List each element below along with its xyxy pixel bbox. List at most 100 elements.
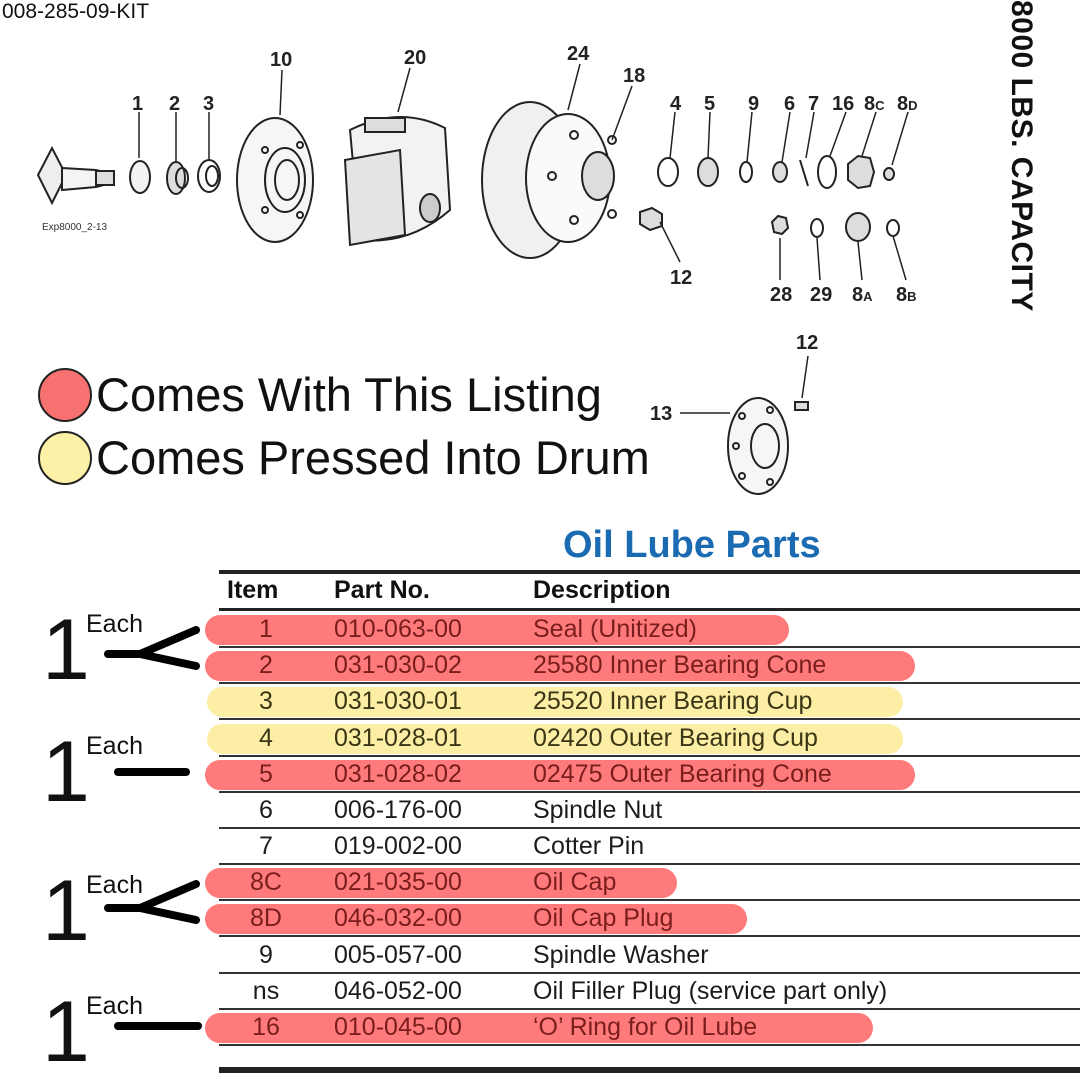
callout-28: 28	[770, 284, 792, 306]
callout-12-top: 12	[670, 267, 692, 289]
kit-code: 008-285-09-KIT	[2, 0, 150, 23]
cell-item: 1	[259, 615, 273, 643]
bracket-3	[104, 880, 200, 924]
cell-description: 02420 Outer Bearing Cup	[533, 724, 818, 752]
quantity-number: 1	[42, 863, 90, 959]
cell-description: ‘O’ Ring for Oil Lube	[533, 1013, 758, 1041]
cell-item: 8D	[250, 904, 282, 932]
legend-label: Comes Pressed Into Drum	[96, 431, 650, 484]
cell-part-no: 010-045-00	[334, 1013, 462, 1041]
yellow-highlight	[207, 687, 903, 717]
quantity-label: Each	[86, 871, 143, 899]
lug-nut-drawing	[639, 206, 663, 232]
callout-8c: 8C	[864, 93, 885, 115]
yellow-swatch	[38, 430, 92, 485]
o-ring-drawing	[817, 155, 837, 189]
cell-item: 5	[259, 760, 273, 788]
callout-1: 1	[132, 93, 143, 115]
outer-bearing-cup-drawing	[657, 157, 679, 187]
table-row: 6 006-176-00 Spindle Nut	[219, 793, 1080, 829]
callout-13: 13	[650, 403, 672, 425]
hub-drum-drawing	[481, 101, 617, 259]
backing-plate-drawing	[236, 117, 314, 243]
cell-part-no: 031-028-01	[334, 724, 462, 752]
exploded-parts-diagram: 1 2 3 10 20 24 18 4 5 9 6 7 16 8C 8D 12 …	[36, 43, 918, 495]
cotter-pin-drawing	[799, 159, 809, 187]
spindle-drawing	[36, 145, 115, 206]
part-29-drawing	[810, 218, 824, 238]
cell-item: 7	[259, 832, 273, 860]
nut-28-drawing	[770, 214, 790, 236]
callout-8d: 8D	[897, 93, 918, 115]
stud-drawing	[794, 401, 809, 411]
cell-part-no: 046-032-00	[334, 904, 462, 932]
cell-item: 8C	[250, 868, 282, 896]
cell-description: Spindle Nut	[533, 796, 663, 824]
cell-item: 9	[259, 941, 273, 969]
red-highlight	[205, 868, 677, 898]
quantity-brackets	[104, 626, 202, 1030]
cell-description: 02475 Outer Bearing Cone	[533, 760, 832, 788]
cell-item: 16	[252, 1013, 280, 1041]
cell-part-no: 046-052-00	[334, 977, 462, 1005]
callout-16: 16	[832, 93, 854, 115]
diagram-source-ref: Exp8000_2-13	[42, 222, 107, 233]
quantity-label: Each	[86, 732, 143, 760]
cell-description: Spindle Washer	[533, 941, 709, 969]
column-header-item: Item	[227, 576, 279, 604]
table-row: 1 010-063-00 Seal (Unitized)	[205, 612, 1080, 648]
inner-bearing-cup-drawing	[197, 159, 221, 193]
callout-3: 3	[203, 93, 214, 115]
cell-description: Seal (Unitized)	[533, 615, 697, 643]
cell-item: 3	[259, 687, 273, 715]
table-row: 4 031-028-01 02420 Outer Bearing Cup	[207, 721, 1080, 757]
capacity-label: 8000 LBS. CAPACITY	[1000, 0, 1040, 380]
oil-cap-plug-drawing	[883, 167, 895, 181]
red-highlight	[205, 904, 747, 934]
seal-drawing	[129, 160, 151, 194]
cell-part-no: 031-028-02	[334, 760, 462, 788]
table-row: 8D 046-032-00 Oil Cap Plug	[205, 901, 1080, 937]
callout-10: 10	[270, 49, 292, 71]
callout-12-bottom: 12	[796, 332, 818, 354]
cell-part-no: 021-035-00	[334, 868, 462, 896]
table-title: Oil Lube Parts	[563, 524, 821, 566]
part-8b-drawing	[886, 219, 900, 237]
callout-20: 20	[404, 47, 426, 69]
cell-description: Oil Filler Plug (service part only)	[533, 977, 888, 1005]
callout-8b: 8B	[896, 284, 917, 306]
cell-item: ns	[252, 977, 280, 1005]
quantity-number: 1	[42, 724, 90, 820]
quantity-label: Each	[86, 992, 143, 1020]
cell-item: 6	[259, 796, 273, 824]
column-header-part-no: Part No.	[334, 576, 430, 604]
red-highlight	[205, 1013, 873, 1043]
oil-cap-drawing	[847, 154, 876, 190]
callout-2: 2	[169, 93, 180, 115]
callout-18: 18	[623, 65, 645, 87]
quantity-label: Each	[86, 610, 143, 638]
callout-9: 9	[748, 93, 759, 115]
spindle-nut-drawing	[772, 161, 788, 183]
legend-item-listing: Comes With This Listing	[38, 367, 602, 422]
red-highlight	[205, 760, 915, 790]
cell-description: Oil Cap Plug	[533, 904, 674, 932]
spindle-washer-drawing	[739, 161, 753, 183]
brake-assembly-drawing	[343, 116, 452, 247]
cell-part-no: 031-030-02	[334, 651, 462, 679]
table-row: 5 031-028-02 02475 Outer Bearing Cone	[205, 757, 1080, 793]
bracket-1	[104, 626, 200, 670]
inner-bearing-cone-drawing	[166, 161, 189, 195]
table-row: ns 046-052-00 Oil Filler Plug (service par…	[219, 974, 1080, 1010]
cell-item: 4	[259, 724, 273, 752]
cell-part-no: 006-176-00	[334, 796, 462, 824]
red-highlight	[205, 651, 915, 681]
cell-item: 2	[259, 651, 273, 679]
cell-part-no: 010-063-00	[334, 615, 462, 643]
callout-6: 6	[784, 93, 795, 115]
column-header-description: Description	[533, 576, 671, 604]
table-row: 16 010-045-00 ‘O’ Ring for Oil Lube	[205, 1010, 1080, 1046]
capacity-text: 8000 LBS. CAPACITY	[1005, 0, 1038, 312]
